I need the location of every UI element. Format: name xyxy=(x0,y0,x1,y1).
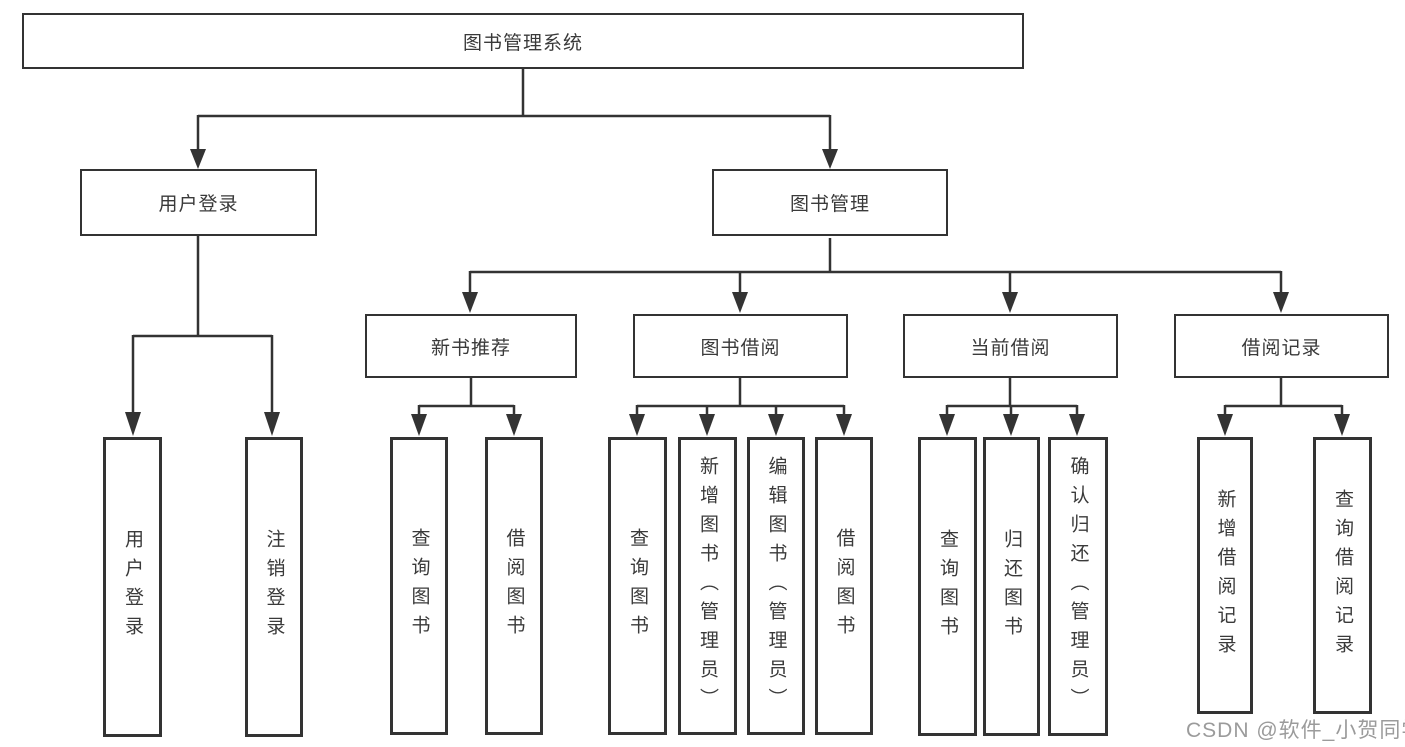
leaf-return-book: 归还图书 xyxy=(983,437,1040,736)
leaf-borrow-books-borrow: 借阅图书 xyxy=(815,437,873,735)
leaf-borrow-books-recommend: 借阅图书 xyxy=(485,437,543,735)
leaf-add-book-admin: 新增图书（管理员） xyxy=(678,437,737,735)
node-book-borrow: 图书借阅 xyxy=(633,314,848,378)
leaf-query-books-recommend: 查询图书 xyxy=(390,437,448,735)
leaf-query-books-current: 查询图书 xyxy=(918,437,977,736)
node-user-login: 用户登录 xyxy=(80,169,317,236)
leaf-query-books-borrow: 查询图书 xyxy=(608,437,667,735)
leaf-add-borrow-record: 新增借阅记录 xyxy=(1197,437,1253,714)
csdn-watermark: CSDN @软件_小贺同学 xyxy=(1186,719,1405,742)
node-book-management: 图书管理 xyxy=(712,169,948,236)
leaf-user-login: 用户登录 xyxy=(103,437,162,737)
node-borrow-records: 借阅记录 xyxy=(1174,314,1389,378)
node-new-book-recommend: 新书推荐 xyxy=(365,314,577,378)
node-library-system: 图书管理系统 xyxy=(22,13,1024,69)
node-current-borrow: 当前借阅 xyxy=(903,314,1118,378)
leaf-confirm-return-admin: 确认归还（管理员） xyxy=(1048,437,1108,736)
leaf-query-borrow-record: 查询借阅记录 xyxy=(1313,437,1372,714)
leaf-edit-book-admin: 编辑图书（管理员） xyxy=(747,437,805,735)
leaf-logout: 注销登录 xyxy=(245,437,303,737)
